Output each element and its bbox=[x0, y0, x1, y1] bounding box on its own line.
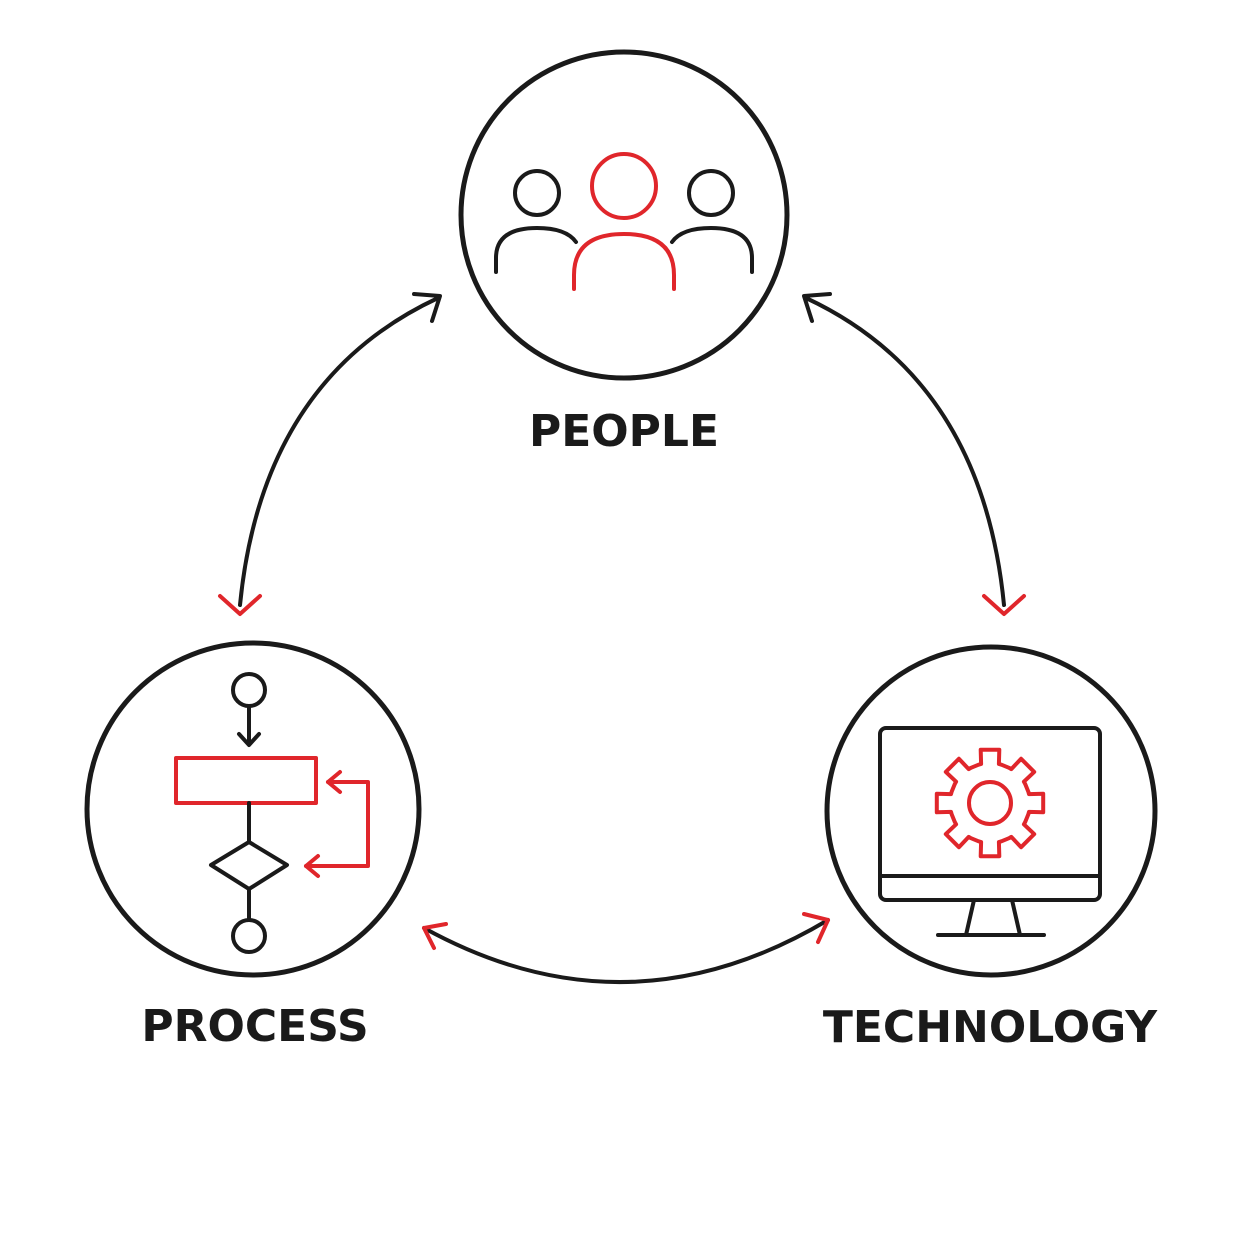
arrowhead-to-technology-bottom-icon bbox=[802, 912, 830, 944]
flowchart-icon bbox=[174, 672, 370, 954]
arrowhead-to-people-right-icon bbox=[802, 292, 832, 323]
connector-people-technology bbox=[802, 292, 1026, 616]
node-technology: TECHNOLOGY bbox=[823, 644, 1158, 1053]
technology-ring bbox=[824, 644, 1158, 978]
connector-people-process-line bbox=[238, 296, 440, 607]
arrowhead-to-technology-top-icon bbox=[982, 594, 1026, 616]
node-people: PEOPLE bbox=[458, 49, 790, 457]
process-ring bbox=[84, 640, 422, 978]
connector-people-process bbox=[218, 292, 442, 616]
connector-process-technology-line bbox=[422, 918, 830, 984]
process-label: PROCESS bbox=[141, 1001, 368, 1052]
gear-icon bbox=[934, 747, 1046, 859]
monitor-gear-icon bbox=[878, 726, 1102, 937]
group-of-people-icon bbox=[494, 152, 754, 291]
technology-label: TECHNOLOGY bbox=[823, 1002, 1158, 1053]
node-process: PROCESS bbox=[84, 640, 422, 1052]
people-ring bbox=[458, 49, 790, 381]
people-label: PEOPLE bbox=[529, 406, 719, 457]
arrowhead-to-process-bottom-icon bbox=[422, 922, 448, 950]
arrowhead-to-people-left-icon bbox=[412, 292, 442, 323]
arrowhead-to-process-icon bbox=[218, 594, 262, 616]
connector-people-technology-line bbox=[804, 296, 1006, 607]
connector-process-technology bbox=[422, 912, 830, 984]
